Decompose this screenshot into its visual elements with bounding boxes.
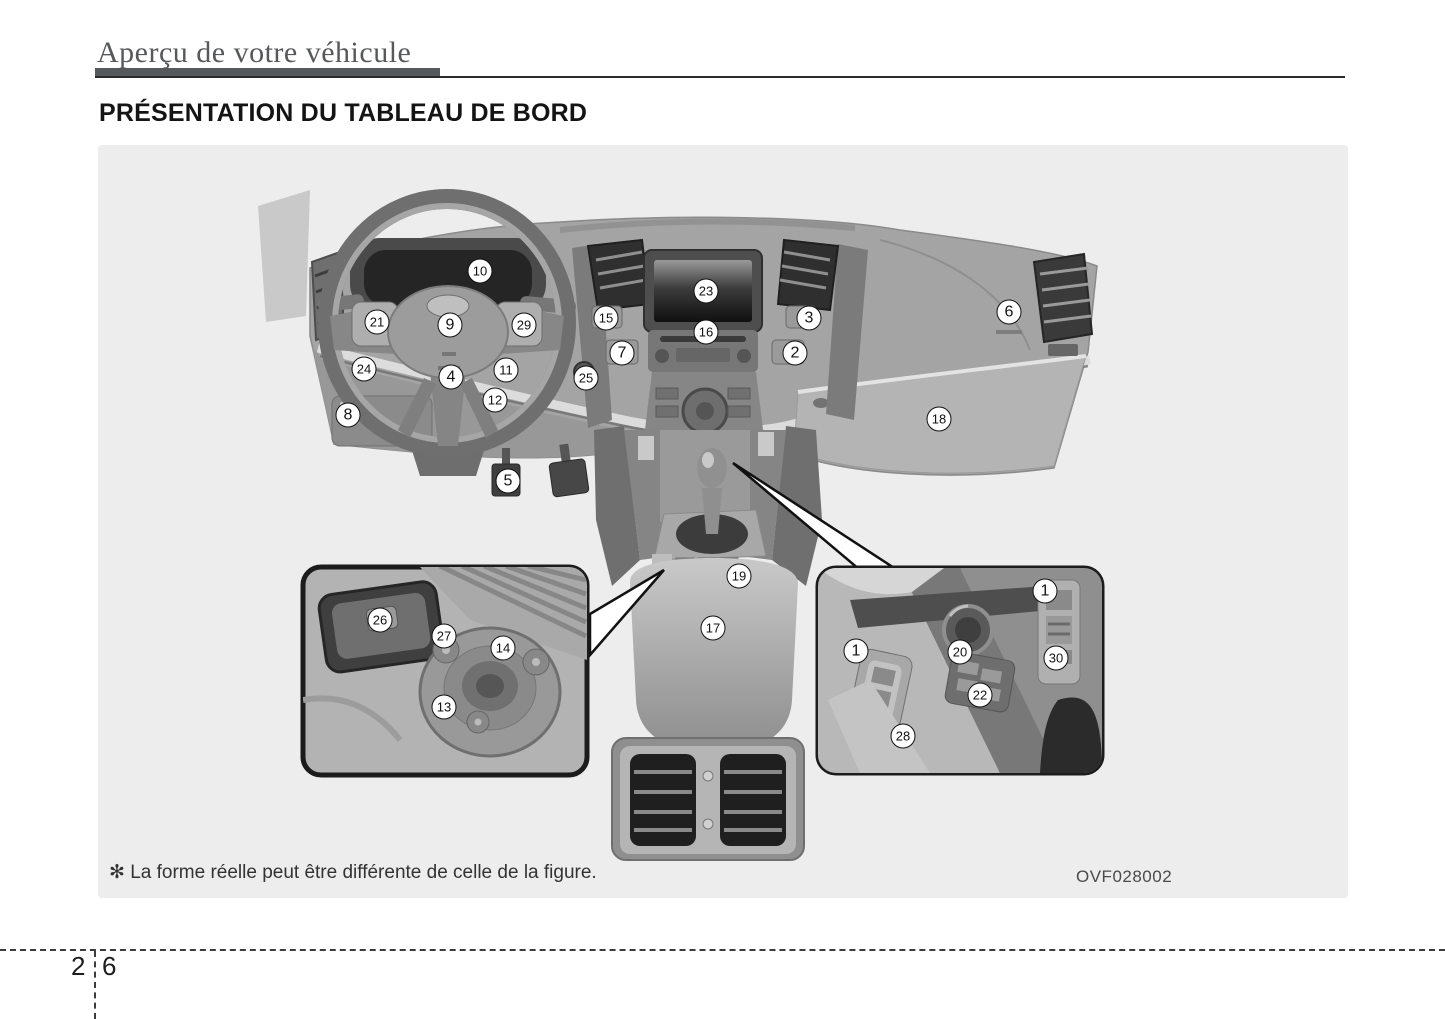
audio-unit xyxy=(648,330,758,372)
badge xyxy=(996,330,1022,334)
center-vent-right xyxy=(776,238,840,312)
callout-28: 28 xyxy=(890,723,916,749)
callout-13: 13 xyxy=(431,694,457,720)
callout-26: 26 xyxy=(367,607,393,633)
callout-5: 5 xyxy=(495,468,521,494)
callout-25: 25 xyxy=(573,365,599,391)
callout-30: 30 xyxy=(1043,645,1069,671)
callout-10: 10 xyxy=(467,258,493,284)
callout-23: 23 xyxy=(693,278,719,304)
brake-pedal xyxy=(548,443,590,498)
callout-29: 29 xyxy=(511,312,537,338)
callout-18: 18 xyxy=(926,406,952,432)
callout-1: 1 xyxy=(1032,578,1058,604)
header-rule xyxy=(95,76,1345,78)
stack-trim-right xyxy=(826,244,868,420)
page-number: 6 xyxy=(102,951,117,981)
seat-bolster xyxy=(1040,697,1102,773)
right-side-vent xyxy=(1032,252,1094,356)
callout-15: 15 xyxy=(593,305,619,331)
footer-dashed-rule xyxy=(0,949,1445,951)
figure-note: ✻ La forme réelle peut être différente d… xyxy=(109,862,597,883)
callout-11: 11 xyxy=(493,357,519,383)
callout-1: 1 xyxy=(843,638,869,664)
callout-2: 2 xyxy=(782,340,808,366)
callout-21: 21 xyxy=(364,309,390,335)
climate-panel xyxy=(644,372,764,438)
callout-4: 4 xyxy=(438,364,464,390)
callout-12: 12 xyxy=(482,387,508,413)
callout-6: 6 xyxy=(996,299,1022,325)
callout-3: 3 xyxy=(796,305,822,331)
callout-16: 16 xyxy=(693,319,719,345)
inset-arrow-left xyxy=(588,568,665,659)
callout-9: 9 xyxy=(437,312,463,338)
footer-dashed-divider xyxy=(94,951,96,1019)
defroster-band xyxy=(559,218,856,233)
console-body xyxy=(630,558,798,752)
section-title: PRÉSENTATION DU TABLEAU DE BORD xyxy=(99,99,588,127)
callout-19: 19 xyxy=(726,563,752,589)
callout-20: 20 xyxy=(947,639,973,665)
callout-14: 14 xyxy=(490,635,516,661)
glovebox-latch xyxy=(813,398,829,408)
a-pillar xyxy=(258,190,310,322)
callout-22: 22 xyxy=(967,682,993,708)
figure-code: OVF028002 xyxy=(1076,867,1173,886)
callout-7: 7 xyxy=(609,340,635,366)
callout-24: 24 xyxy=(351,356,377,382)
chapter-number: 2 xyxy=(71,951,86,981)
callout-8: 8 xyxy=(335,402,361,428)
rear-console-vents xyxy=(611,737,805,861)
callout-17: 17 xyxy=(700,615,726,641)
chapter-title: Aperçu de votre véhicule xyxy=(97,36,412,69)
header-accent-bar xyxy=(95,68,440,78)
center-console xyxy=(594,426,822,861)
callout-27: 27 xyxy=(431,623,457,649)
